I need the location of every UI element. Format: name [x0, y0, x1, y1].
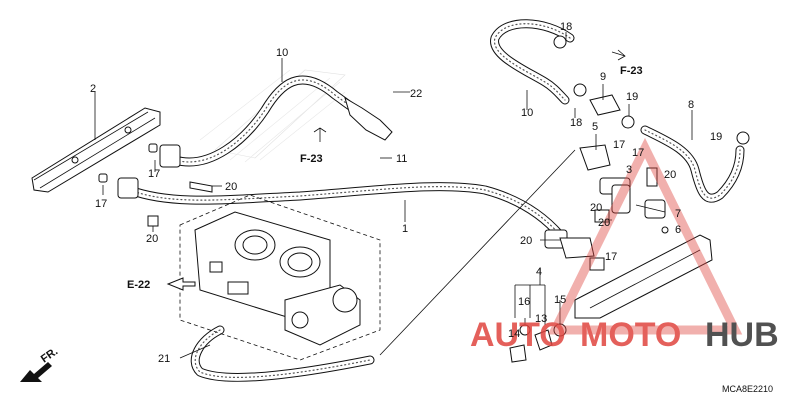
callout-14: 14 — [508, 328, 520, 340]
callout-15: 15 — [554, 294, 566, 306]
hose-part-10 — [490, 19, 587, 105]
callout-20-e: 20 — [598, 217, 610, 229]
callout-20-f: 20 — [520, 235, 532, 247]
callout-2: 2 — [90, 83, 96, 95]
watermark: AUTO MOTO HUB — [470, 137, 779, 354]
leader-lines — [94, 32, 693, 359]
watermark-auto: AUTO — [470, 316, 566, 354]
callout-5: 5 — [592, 121, 598, 133]
ref-arrow-e22 — [166, 277, 196, 291]
hose-part-8 — [640, 125, 750, 203]
front-label: FR. — [39, 345, 60, 365]
callout-20-c: 20 — [664, 169, 676, 181]
callout-11: 10 — [276, 47, 288, 59]
callout-21: 21 — [158, 353, 170, 365]
ref-arrow-f23-right — [611, 49, 626, 61]
callout-17-d: 17 — [632, 147, 644, 159]
callout-18-a: 18 — [560, 21, 572, 33]
callout-19-b: 19 — [710, 131, 722, 143]
callout-13: 13 — [535, 313, 547, 325]
callout-16: 16 — [518, 296, 530, 308]
callout-20-a: 20 — [225, 181, 237, 193]
valve-assembly — [559, 144, 669, 271]
callout-19-a: 19 — [626, 91, 638, 103]
callout-17-b: 17 — [95, 198, 107, 210]
callout-22: 22 — [410, 88, 422, 100]
callout-12: 11 — [396, 153, 407, 165]
throttle-body — [179, 194, 381, 361]
watermark-moto: MOTO — [580, 316, 681, 354]
ref-e22: E-22 — [127, 279, 150, 291]
callouts: 2 10 17 17 20 20 22 11 1 21 18 18 9 19 1… — [90, 21, 722, 365]
front-arrow — [20, 362, 52, 382]
callout-20-b: 20 — [146, 233, 158, 245]
hose-part-1 — [117, 177, 568, 249]
ref-f23-left: F-23 — [300, 153, 323, 165]
callout-3: 3 — [626, 164, 632, 176]
joint-part-9 — [589, 94, 635, 129]
bracket-plate — [574, 234, 713, 319]
fasteners-left — [98, 143, 213, 227]
watermark-hub: HUB — [705, 316, 779, 354]
callout-8: 8 — [688, 99, 694, 111]
callout-7: 7 — [675, 208, 681, 220]
callout-17-a: 17 — [148, 168, 160, 180]
callout-17-e: 17 — [605, 251, 617, 263]
ref-arrow-f23-left — [313, 127, 327, 142]
callout-18-b: 18 — [570, 117, 582, 129]
callout-1: 1 — [402, 223, 408, 235]
callout-17-c: 17 — [613, 139, 625, 151]
rail-cover-part-2 — [31, 107, 161, 193]
callout-10: 10 — [521, 107, 533, 119]
callout-20-d: 20 — [590, 202, 602, 214]
callout-4: 4 — [536, 266, 542, 278]
diagram-code: MCA8E2210 — [722, 384, 773, 394]
callout-9: 9 — [600, 71, 606, 83]
hose-part-21 — [190, 325, 375, 382]
hose-part-11 — [159, 75, 393, 168]
callout-6: 6 — [675, 224, 681, 236]
ref-f23-right: F-23 — [620, 65, 643, 77]
